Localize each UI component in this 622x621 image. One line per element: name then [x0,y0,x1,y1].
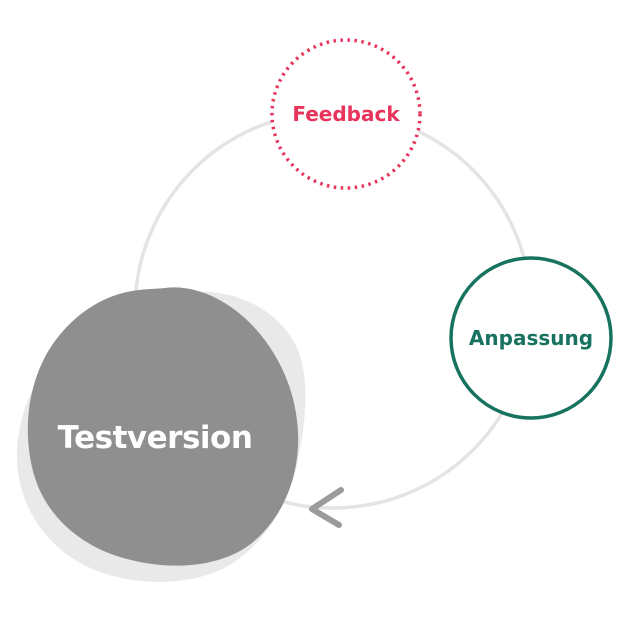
cycle-arrowhead-icon [309,487,344,528]
feedback-node: Feedback [270,38,422,190]
anpassung-circle [449,256,613,420]
feedback-circle [270,38,422,190]
testversion-label: Testversion [58,420,253,456]
anpassung-node: Anpassung [449,256,613,420]
anpassung-label: Anpassung [469,326,593,350]
feedback-label: Feedback [292,102,400,126]
testversion-blob [27,287,299,566]
